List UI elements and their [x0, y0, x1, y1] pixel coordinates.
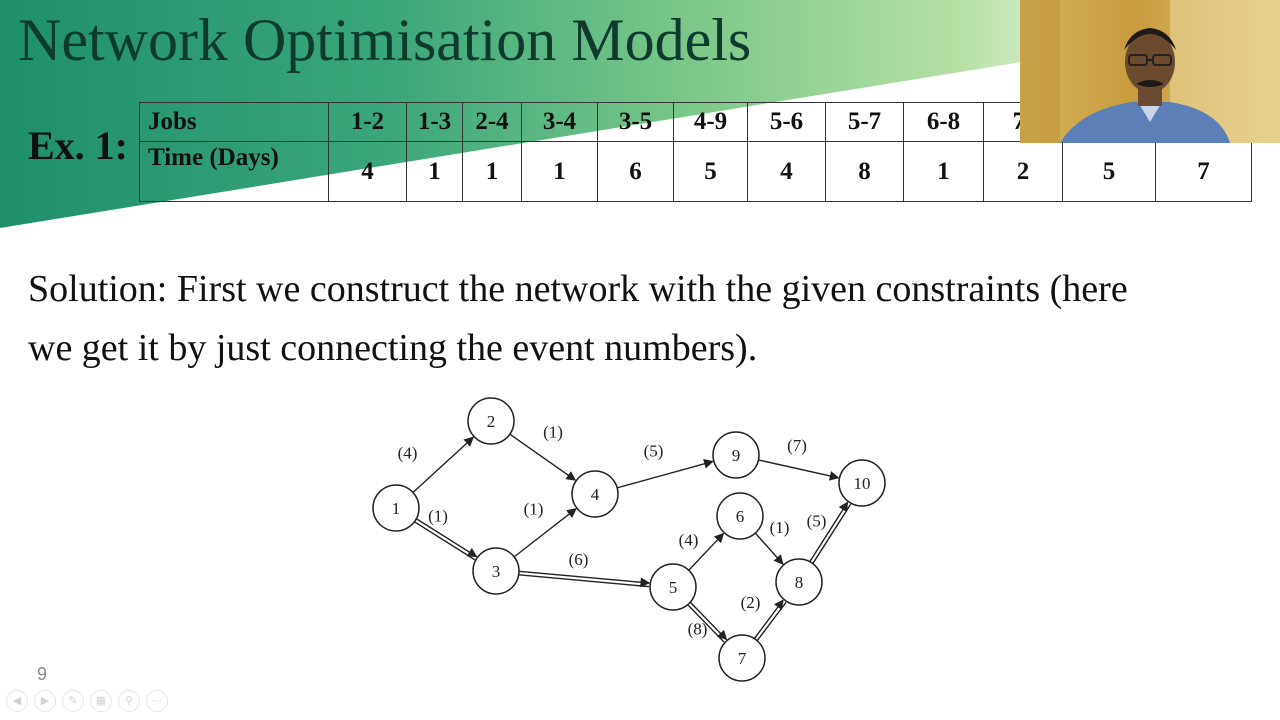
time-cell: 1 [406, 141, 463, 202]
edge-label-8-10: (5) [807, 512, 827, 531]
time-cell: 4 [747, 141, 826, 202]
job-cell: 1-2 [328, 102, 407, 142]
network-diagram: (4) (1) (1) (1) (6) (5) (4) (8) (1) (2) (5) (7) 1 2 3… [372, 397, 886, 682]
time-cell: 6 [597, 141, 674, 202]
edge-1-3 [416, 518, 478, 558]
next-icon[interactable]: ▶ [34, 690, 56, 712]
node-circle [571, 470, 619, 518]
edge-label-5-6: (4) [679, 531, 699, 550]
edge-label-5-7: (8) [688, 620, 708, 639]
node-label: 6 [736, 507, 745, 526]
edge-label-7-8: (2) [741, 593, 761, 612]
edge-label-4-9: (5) [644, 442, 664, 461]
node-6: 6 [716, 492, 764, 540]
jobs-table: Jobs 1-2 1-3 2-4 3-4 3-5 4-9 5-6 5-7 6-8… [139, 102, 1252, 202]
node-circle [718, 634, 766, 682]
time-header: Time (Days) [139, 141, 329, 202]
job-cell: 1-3 [406, 102, 463, 142]
more-icon[interactable]: ⋯ [146, 690, 168, 712]
node-circle [838, 459, 886, 507]
node-5: 5 [649, 563, 697, 611]
job-cell: 5-6 [747, 102, 826, 142]
presenter-figure [1020, 0, 1280, 143]
solution-line-1: Solution: First we construct the network… [28, 268, 1128, 310]
edge-3-5 [519, 570, 651, 588]
job-cell: 6-8 [903, 102, 984, 142]
edge-7-8 [756, 601, 787, 642]
job-cell: 4-9 [673, 102, 748, 142]
time-cell: 7 [1155, 141, 1252, 202]
job-cell: 5-7 [825, 102, 904, 142]
node-2: 2 [467, 397, 515, 445]
edge-5-7 [689, 601, 728, 641]
time-cell: 1 [521, 141, 598, 202]
node-circle [472, 547, 520, 595]
node-circle [649, 563, 697, 611]
edge-9-10 [758, 459, 840, 481]
edge-label-3-5: (6) [569, 550, 589, 569]
time-cell: 8 [825, 141, 904, 202]
time-cell: 5 [1062, 141, 1156, 202]
time-cell: 4 [328, 141, 407, 202]
node-9: 9 [712, 431, 760, 479]
prev-icon[interactable]: ◀ [6, 690, 28, 712]
node-10: 10 [838, 459, 886, 507]
slide-nav-toolbar: ◀ ▶ ✎ ▦ ⚲ ⋯ [6, 690, 168, 712]
edge-8-10 [812, 503, 852, 564]
node-1: 1 [372, 484, 420, 532]
node-8: 8 [775, 558, 823, 606]
node-circle [775, 558, 823, 606]
edge-6-8 [754, 532, 784, 565]
time-cell: 2 [983, 141, 1063, 202]
slide-title: Network Optimisation Models [18, 7, 752, 73]
node-label: 1 [392, 499, 401, 518]
node-label: 10 [854, 474, 871, 493]
node-label: 3 [492, 562, 501, 581]
node-label: 7 [738, 649, 747, 668]
edge-4-9 [616, 459, 714, 489]
node-label: 5 [669, 578, 678, 597]
node-label: 2 [487, 412, 496, 431]
node-label: 4 [591, 485, 600, 504]
edge-label-9-10: (7) [787, 436, 807, 455]
edge-1-3 [414, 521, 476, 561]
job-cell: 3-4 [521, 102, 598, 142]
time-cell: 1 [462, 141, 522, 202]
edge-3-4 [513, 508, 577, 558]
node-7: 7 [718, 634, 766, 682]
edge-label-2-4: (1) [543, 423, 563, 442]
node-label: 9 [732, 446, 741, 465]
jobs-header: Jobs [139, 102, 329, 142]
node-circle [712, 431, 760, 479]
node-circle [372, 484, 420, 532]
presenter-webcam [1020, 0, 1280, 143]
edge-3-5 [518, 574, 649, 588]
table-row-times: Time (Days) 4 1 1 1 6 5 4 8 1 2 5 7 [139, 141, 1252, 202]
page-number: 9 [37, 664, 48, 684]
edge-label-1-2: (4) [398, 444, 418, 463]
node-circle [467, 397, 515, 445]
example-label: Ex. 1: [28, 123, 128, 168]
node-3: 3 [472, 547, 520, 595]
zoom-icon[interactable]: ⚲ [118, 690, 140, 712]
solution-text: Solution: First we construct the network… [28, 260, 1280, 378]
edge-2-4 [509, 433, 577, 481]
node-label: 8 [795, 573, 804, 592]
job-cell: 2-4 [462, 102, 522, 142]
pen-icon[interactable]: ✎ [62, 690, 84, 712]
edge-8-10 [809, 501, 849, 563]
edge-5-6 [688, 532, 725, 571]
solution-line-2: we get it by just connecting the event n… [28, 327, 758, 369]
time-cell: 1 [903, 141, 984, 202]
time-cell: 5 [673, 141, 748, 202]
node-circle [716, 492, 764, 540]
edge-label-1-3: (1) [428, 507, 448, 526]
edge-label-3-4: (1) [524, 500, 544, 519]
node-4: 4 [571, 470, 619, 518]
edge-7-8 [753, 599, 784, 639]
job-cell: 3-5 [597, 102, 674, 142]
slides-icon[interactable]: ▦ [90, 690, 112, 712]
edge-label-6-8: (1) [770, 518, 790, 537]
edge-1-2 [412, 436, 475, 493]
